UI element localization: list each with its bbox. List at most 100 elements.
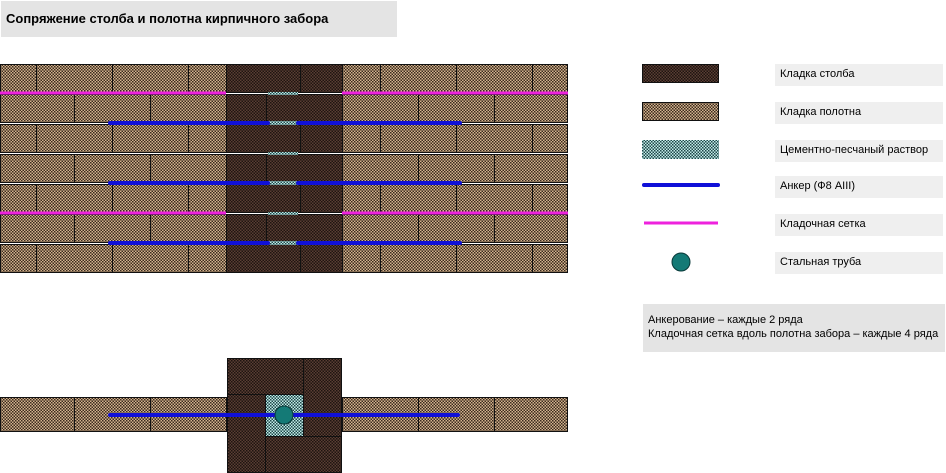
brick [150, 154, 227, 183]
legend-swatch-pipe [671, 252, 691, 272]
brick [532, 184, 568, 213]
brick [380, 184, 457, 213]
brick [418, 214, 495, 243]
brick [36, 244, 113, 273]
brick [188, 64, 227, 93]
brick [150, 214, 227, 243]
brick [342, 244, 381, 273]
brick [380, 124, 457, 153]
note-anchoring: Анкерование – каждые 2 ряда [648, 314, 803, 326]
brick [0, 94, 75, 123]
brick [188, 184, 227, 213]
pillar-brick [227, 394, 266, 473]
brick [418, 94, 495, 123]
mortar-fill [268, 241, 298, 245]
brick [380, 64, 457, 93]
brick [456, 124, 533, 153]
pillar-brick [226, 94, 267, 123]
brick [456, 184, 533, 213]
brick [342, 214, 419, 243]
brick [0, 64, 37, 93]
legend-label-mesh: Кладочная сетка [775, 214, 943, 236]
brick [74, 214, 151, 243]
legend-label-anchor: Анкер (Ф8 AIII) [775, 176, 943, 198]
brick [532, 124, 568, 153]
pillar-brick [226, 244, 301, 273]
legend-label-pillar: Кладка столба [775, 64, 943, 86]
brick [112, 184, 189, 213]
pillar-brick [265, 436, 342, 473]
legend-label-panel: Кладка полотна [775, 102, 943, 124]
brick [0, 184, 37, 213]
brick [0, 397, 75, 432]
brick [342, 94, 419, 123]
brick [36, 124, 113, 153]
mortar-fill [268, 121, 298, 125]
brick [0, 154, 75, 183]
legend-swatches [642, 64, 720, 272]
brick [456, 64, 533, 93]
legend-swatch-panel [642, 102, 719, 121]
brick [36, 64, 113, 93]
pillar-brick [300, 244, 343, 273]
pillar-brick [300, 184, 343, 213]
pillar-brick [226, 64, 301, 93]
pillar-brick [266, 154, 343, 183]
legend-label-pipe: Стальная труба [775, 252, 943, 274]
pillar-brick [226, 124, 301, 153]
brick [342, 154, 419, 183]
brick [532, 64, 568, 93]
masonry-mesh-lines [0, 91, 568, 215]
mortar-fill [268, 181, 298, 185]
pillar-brick [300, 124, 343, 153]
pillar-brick [227, 358, 304, 395]
pillar-elevation-bricks [226, 64, 343, 273]
brick [112, 244, 189, 273]
brick [188, 244, 227, 273]
pillar-brick [266, 94, 343, 123]
brick [150, 94, 227, 123]
brick [494, 214, 568, 243]
legend-swatch-pillar [642, 64, 719, 83]
pillar-brick [300, 64, 343, 93]
brick [380, 244, 457, 273]
brick [0, 214, 75, 243]
brick [36, 184, 113, 213]
brick [494, 154, 568, 183]
brick [342, 184, 381, 213]
brick [112, 64, 189, 93]
brick [0, 124, 37, 153]
page-title: Сопряжение столба и полотна кирпичного з… [1, 1, 397, 37]
anchor-lines [108, 121, 462, 245]
pillar-brick [303, 358, 342, 437]
brick [494, 94, 568, 123]
steel-pipe [274, 405, 294, 425]
brick [342, 64, 381, 93]
brick [532, 244, 568, 273]
plan-view [0, 358, 568, 473]
brick [188, 124, 227, 153]
pillar-brick [226, 154, 267, 183]
notes-box: Анкерование – каждые 2 ряда Кладочная се… [643, 304, 945, 352]
pillar-brick [266, 214, 343, 243]
mortar-core-elevation [268, 92, 298, 245]
brick [112, 124, 189, 153]
panel-left-bricks [0, 64, 227, 273]
brick [494, 397, 568, 432]
brick [74, 154, 151, 183]
brick [74, 94, 151, 123]
brick [0, 244, 37, 273]
legend-label-mortar: Цементно-песчаный раствор [775, 140, 943, 162]
legend-swatch-mortar [642, 140, 719, 159]
mortar-fill [268, 92, 298, 95]
mortar-fill [268, 152, 298, 155]
mortar-fill [268, 212, 298, 215]
brick [456, 244, 533, 273]
pillar-brick [226, 184, 301, 213]
elevation-view [0, 64, 568, 273]
pillar-brick [226, 214, 267, 243]
brick [418, 154, 495, 183]
note-mesh: Кладочная сетка вдоль полотна забора – к… [648, 328, 939, 340]
brick [342, 124, 381, 153]
